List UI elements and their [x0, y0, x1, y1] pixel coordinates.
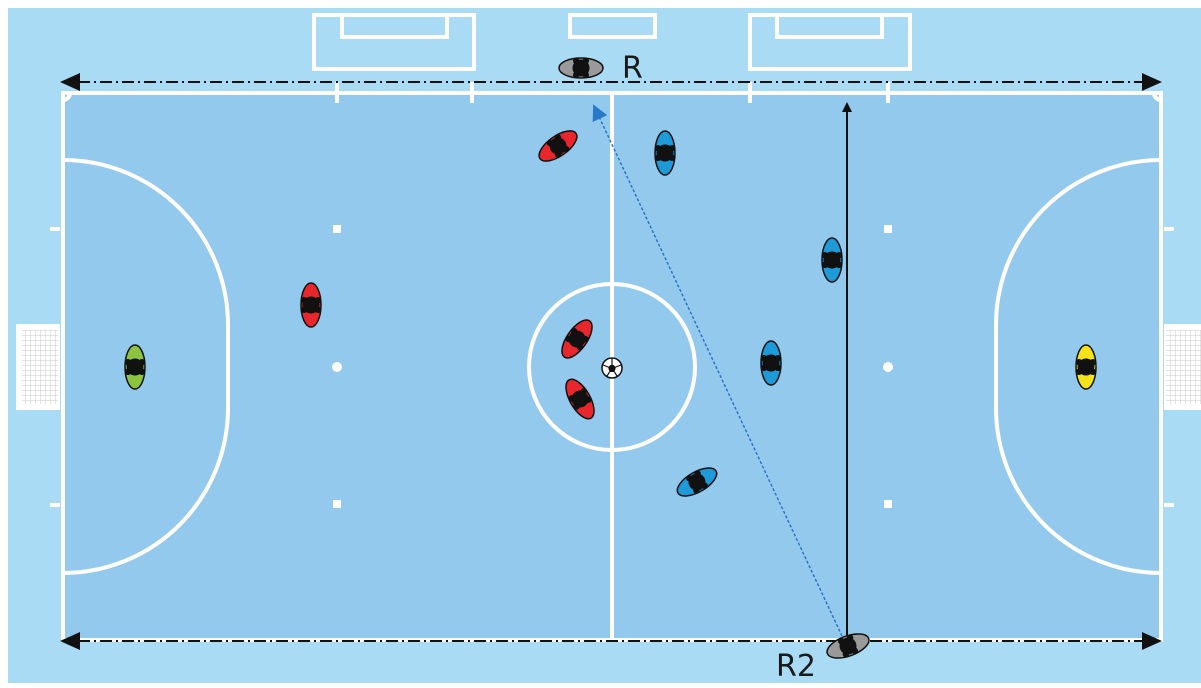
blue-player-2: [822, 238, 842, 282]
blue-player-3: [761, 341, 781, 385]
goalkeeper-right: [1076, 345, 1096, 389]
referee-label-r: R: [622, 51, 643, 86]
goal-right: [1164, 324, 1201, 410]
referee-label-r2: R2: [776, 649, 816, 684]
blue-player-1: [655, 131, 675, 175]
red-player-2: [301, 283, 321, 327]
referee-top: [559, 58, 603, 78]
goalkeeper-left: [125, 345, 145, 389]
goal-left: [16, 324, 60, 410]
soccer-ball-icon: [602, 358, 622, 378]
